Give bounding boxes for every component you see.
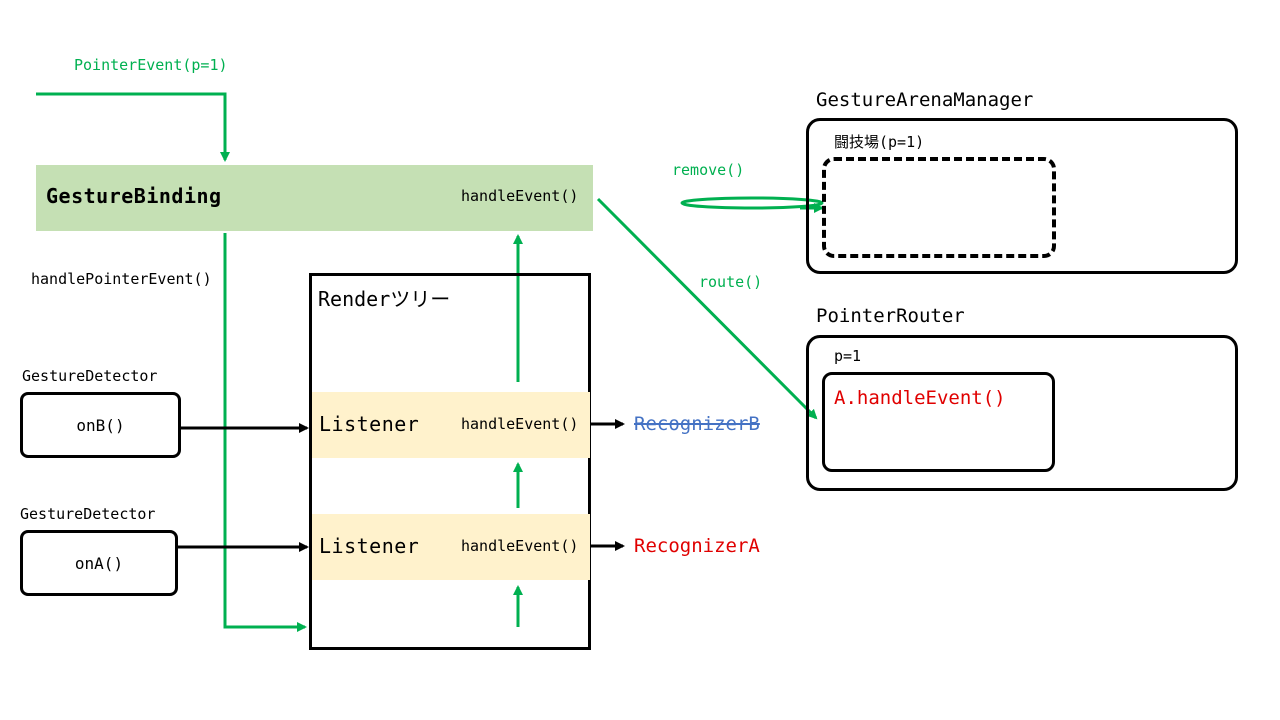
detector-a-callback: onA() (74, 553, 124, 573)
gesture-binding-box (36, 165, 593, 231)
pointer-router-handler: A.handleEvent() (834, 387, 1006, 409)
detector-a-box: onA() (20, 530, 178, 596)
listener-b-band (312, 392, 590, 458)
detector-b-title: GestureDetector (22, 367, 158, 385)
listener-a-handle-event: handleEvent() (461, 537, 579, 555)
handle-pointer-event-label: handlePointerEvent() (31, 270, 212, 288)
route-arrow (596, 197, 818, 420)
recognizer-a-label: RecognizerA (634, 535, 760, 557)
pointer-router-entry-box (822, 372, 1055, 472)
arena-manager-box (806, 118, 1238, 274)
listener-b-label: Listener (319, 412, 420, 436)
incoming-event-label: PointerEvent(p=1) (74, 56, 228, 74)
detector-a-title: GestureDetector (20, 505, 156, 523)
render-tree-box (309, 273, 591, 650)
arena-label: 闘技場(p=1) (834, 133, 925, 151)
arena-dashed-box (822, 157, 1056, 258)
hit-test-arrow (223, 233, 307, 632)
route-label: route() (699, 273, 763, 291)
remove-label: remove() (672, 161, 745, 179)
detector-b-box: onB() (20, 392, 181, 458)
arena-manager-title: GestureArenaManager (816, 89, 1034, 111)
pointer-router-box (806, 335, 1238, 491)
gesture-binding-handle-event: handleEvent() (461, 187, 579, 205)
incoming-event-arrow (36, 92, 230, 162)
recognizer-b-label: RecognizerB (634, 413, 760, 435)
render-tree-title: Renderツリー (318, 287, 451, 311)
listener-a-band (312, 514, 590, 580)
pointer-router-title: PointerRouter (816, 305, 965, 327)
detector-b-callback: onB() (76, 415, 125, 435)
listener-a-label: Listener (319, 534, 420, 558)
gesture-binding-title: GestureBinding (46, 184, 222, 208)
pointer-router-key: p=1 (834, 347, 862, 365)
listener-b-handle-event: handleEvent() (461, 415, 579, 433)
